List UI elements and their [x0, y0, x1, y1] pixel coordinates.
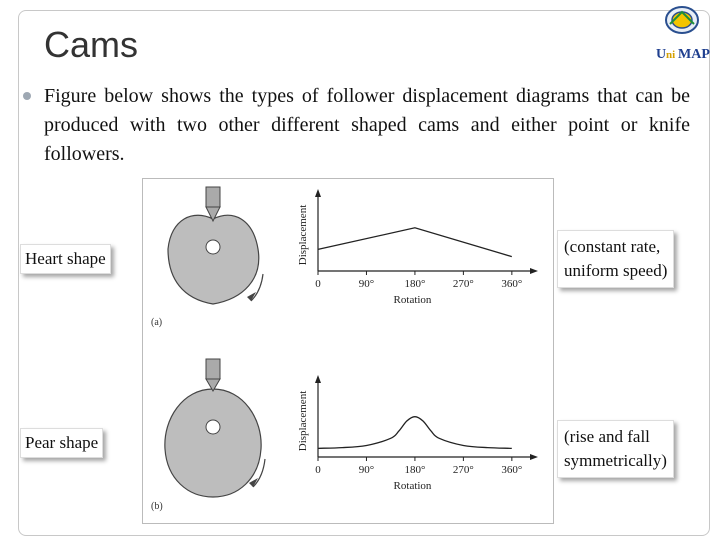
x-tick-label: 180°	[404, 278, 425, 290]
x-tick-label: 270°	[453, 464, 474, 476]
y-axis-label: Displacement	[297, 391, 309, 451]
x-tick-label: 0	[315, 278, 321, 290]
x-tick-label: 0	[315, 464, 321, 476]
x-tick-label: 90°	[359, 464, 374, 476]
rise-fall-note: (rise and fall symmetrically)	[557, 420, 674, 478]
y-axis-arrow	[315, 189, 321, 197]
svg-text:MAP: MAP	[678, 47, 710, 62]
slide-title: Cams	[44, 24, 139, 65]
x-tick-label: 180°	[404, 464, 425, 476]
displacement-chart-b: 0 90° 180° 270° 360° Rotation Displacement	[297, 375, 538, 492]
rotation-arrow-a	[250, 273, 264, 302]
unimap-logo: U ni MAP	[656, 6, 710, 62]
bullet-dot	[23, 92, 31, 100]
x-axis-label: Rotation	[394, 480, 432, 492]
constant-rate-line-2: uniform speed)	[564, 261, 668, 280]
x-axis-arrow	[530, 454, 538, 460]
panel-a-label: (a)	[151, 317, 162, 328]
displacement-chart-a: 0 90° 180° 270° 360° Rotation Displacement	[297, 189, 538, 306]
y-axis-label: Displacement	[297, 205, 309, 265]
knife-follower-a	[205, 186, 221, 223]
slide-body-text: Figure below shows the types of follower…	[44, 85, 690, 165]
rotation-arrowhead-b	[249, 478, 258, 487]
x-tick-label: 270°	[453, 278, 474, 290]
rotation-arrow-b	[252, 458, 266, 488]
y-axis-arrow	[315, 375, 321, 383]
constant-rate-note: (constant rate, uniform speed)	[557, 230, 675, 288]
constant-rate-line-1: (constant rate,	[564, 237, 661, 256]
rise-fall-line-1: (rise and fall	[564, 427, 650, 446]
pear-shape-label: Pear shape	[20, 428, 104, 458]
x-axis-arrow	[530, 268, 538, 274]
svg-text:U: U	[656, 47, 666, 62]
pear-cam	[164, 388, 262, 498]
x-axis-label: Rotation	[394, 294, 432, 306]
panel-b-label: (b)	[151, 501, 163, 512]
rise-fall-line-2: symmetrically)	[564, 451, 667, 470]
knife-follower-b	[205, 358, 221, 392]
svg-text:ni: ni	[666, 49, 675, 61]
x-tick-label: 360°	[501, 464, 522, 476]
rotation-arrowhead-a	[247, 292, 256, 301]
displacement-curve	[317, 416, 512, 450]
displacement-curve	[317, 227, 512, 258]
heart-shape-label: Heart shape	[20, 244, 111, 274]
x-tick-label: 360°	[501, 278, 522, 290]
heart-cam	[167, 214, 260, 305]
x-tick-label: 90°	[359, 278, 374, 290]
